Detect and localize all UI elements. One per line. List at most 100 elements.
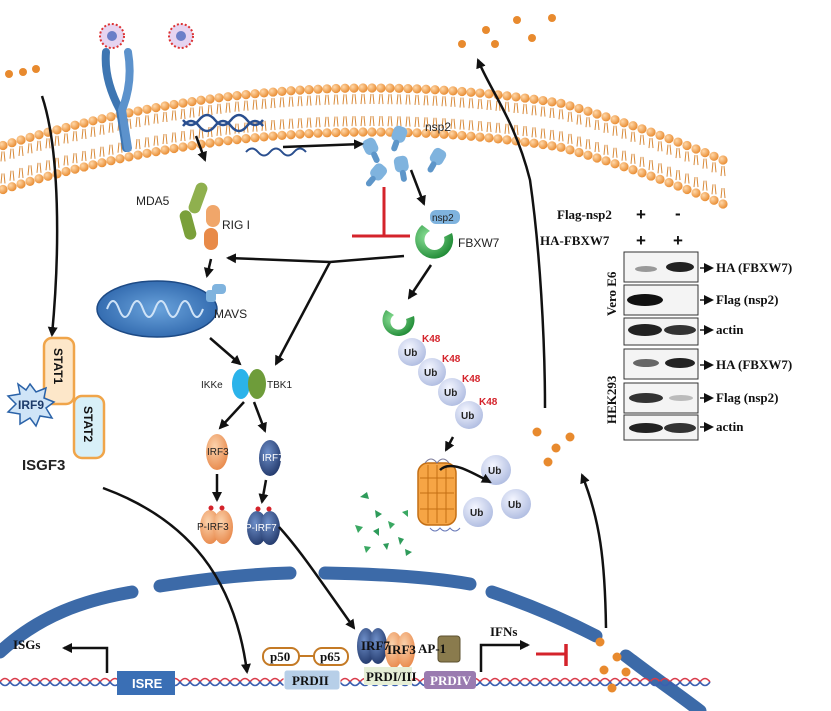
p-irf3-dimer <box>200 505 233 544</box>
tbk1-protein <box>248 369 266 399</box>
stat2-label: STAT2 <box>81 406 95 443</box>
p65-label: p65 <box>320 649 341 664</box>
rig1-label: RIG I <box>222 218 250 232</box>
ub-label: Ub <box>444 388 457 399</box>
ub-label: Ub <box>404 348 417 359</box>
ubiquitin-sphere <box>418 358 446 386</box>
irf7-protein <box>259 440 281 476</box>
isre-element <box>117 671 175 695</box>
fbxw7-protein <box>382 310 415 336</box>
fbxw7-nsp2-complex <box>415 210 460 259</box>
ap1-label: AP-1 <box>418 641 446 656</box>
ub-label: Ub <box>470 508 483 519</box>
ubiquitin-sphere <box>501 489 531 519</box>
mavs-protein <box>206 284 226 302</box>
isgs-label: ISGs <box>13 637 40 652</box>
tbk1-label: TBK1 <box>267 380 292 391</box>
cell-membrane <box>0 83 728 209</box>
prdii-label: PRDII <box>292 673 329 688</box>
wb-row-ha-1: HA (FBXW7) <box>716 260 792 275</box>
ub-label: Ub <box>461 411 474 422</box>
k48-label: K48 <box>462 374 481 385</box>
irf3-protein <box>206 434 228 470</box>
ifn-receptor <box>101 48 134 152</box>
proteasome <box>417 458 461 532</box>
nsp2-proteins <box>362 125 447 187</box>
p-irf7-dimer <box>247 506 280 545</box>
stat2-protein <box>72 394 106 460</box>
stat1-protein <box>42 336 76 406</box>
irf-dimers-dna <box>357 628 415 668</box>
viral-ssrna <box>245 147 307 157</box>
inhibition-marks <box>352 187 568 666</box>
wb-row-actin-1: actin <box>716 322 744 337</box>
isgf3-label: ISGF3 <box>22 457 65 474</box>
cell-line-hek293: HEK293 <box>604 375 619 424</box>
prdi-iii-label: PRDI/III <box>366 669 417 684</box>
irf7-label: IRF7 <box>262 453 284 464</box>
ikke-protein <box>232 369 250 399</box>
k48-label: K48 <box>422 334 441 345</box>
ifns-arrow <box>479 640 530 672</box>
ubiquitin-sphere <box>455 401 483 429</box>
dna-strand <box>0 677 711 687</box>
flag-nsp2-header: Flag-nsp2 <box>557 207 612 222</box>
ha-fbxw7-header: HA-FBXW7 <box>540 233 610 248</box>
ubiquitin-sphere <box>438 378 466 406</box>
lane2-flag-sign: - <box>675 204 681 223</box>
western-blot-row-labels <box>700 263 714 432</box>
prdii-element <box>283 669 341 691</box>
irf9-protein <box>6 382 56 428</box>
irf7-dna-label: IRF7 <box>361 638 390 653</box>
prdiv-element <box>424 671 476 689</box>
p-irf7-label: P-IRF7 <box>245 523 277 534</box>
isre-label: ISRE <box>132 676 163 691</box>
p50-p65-complex <box>262 647 349 666</box>
ikke-label: IKKe <box>201 380 223 391</box>
ifn-dots-left <box>5 65 40 78</box>
k48-label: K48 <box>479 397 498 408</box>
wb-row-flag-1: Flag (nsp2) <box>716 292 778 307</box>
nuclear-envelope <box>0 566 707 711</box>
ub-label: Ub <box>488 466 501 477</box>
degraded-peptides <box>355 492 412 556</box>
ubiquitin-sphere <box>463 497 493 527</box>
wb-row-actin-2: actin <box>716 419 744 434</box>
mitochondrion <box>96 280 218 338</box>
irf9-label: IRF9 <box>18 398 44 412</box>
rig1-protein <box>204 205 220 250</box>
mavs-label: MAVS <box>214 307 247 321</box>
ifn-dots-right <box>532 427 631 693</box>
irf3-dna-label: IRF3 <box>387 642 416 657</box>
lane1-ha-sign: + <box>636 231 646 250</box>
wb-row-flag-2: Flag (nsp2) <box>716 390 778 405</box>
ub-release-arrow <box>439 464 492 484</box>
ubiquitin-sphere <box>398 338 426 366</box>
western-blot-panel: Flag-nsp2 HA-FBXW7 + - + + <box>540 204 699 441</box>
prdi-iii-element <box>364 667 412 685</box>
viral-dsrna <box>182 113 264 133</box>
wb-row-ha-2: HA (FBXW7) <box>716 357 792 372</box>
cell-line-vero: Vero E6 <box>604 271 619 316</box>
p50-label: p50 <box>270 649 290 664</box>
ub-label: Ub <box>508 500 521 511</box>
mda5-protein <box>179 182 208 240</box>
lane2-ha-sign: + <box>673 231 683 250</box>
prdiv-label: PRDIV <box>430 673 472 688</box>
k48-label: K48 <box>442 354 461 365</box>
isgs-arrow <box>62 643 109 673</box>
fbxw7-label: FBXW7 <box>458 236 500 250</box>
mda5-label: MDA5 <box>136 194 170 208</box>
pathway-arrows <box>40 58 608 674</box>
virus-particle <box>168 23 194 49</box>
irf3-label: IRF3 <box>207 447 229 458</box>
ifns-label: IFNs <box>490 624 517 639</box>
ub-label: Ub <box>424 368 437 379</box>
ap1-protein <box>437 635 461 663</box>
nsp2-label: nsp2 <box>425 120 451 134</box>
stat1-label: STAT1 <box>51 348 65 385</box>
p-irf3-label: P-IRF3 <box>197 522 229 533</box>
